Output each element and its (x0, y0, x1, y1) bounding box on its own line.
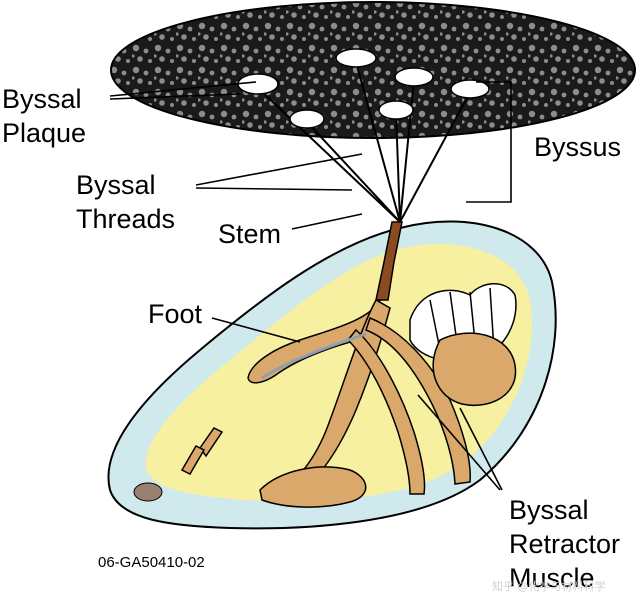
label-byssal-threads-line1: Byssal (76, 170, 156, 200)
label-byssal-threads-line2: Threads (76, 204, 176, 234)
byssal-stem (375, 221, 403, 301)
label-byssal-plaque-line1: Byssal (2, 84, 82, 114)
label-byssal-retractor-muscle: Byssal Retractor Muscle (509, 493, 620, 595)
label-retractor-line1: Byssal (509, 495, 589, 525)
byssal-plaques (237, 48, 490, 129)
watermark: 知乎 @化学与材料科学 (492, 580, 606, 593)
label-foot: Foot (148, 299, 203, 329)
label-byssal-plaque: Byssal Plaque (2, 82, 86, 150)
label-stem: Stem (218, 219, 282, 249)
internal-tissue (180, 298, 517, 508)
adductor-muscle (432, 332, 517, 406)
byssal-threads (257, 61, 471, 223)
foot-shape (247, 299, 381, 384)
figure-code: 06-GA50410-02 (98, 554, 205, 571)
label-retractor-line2: Retractor (509, 529, 621, 559)
label-byssal-plaque-line2: Plaque (2, 118, 87, 148)
foot-groove (261, 332, 367, 380)
label-retractor-line3: Muscle (509, 563, 595, 593)
label-byssus: Byssus (534, 132, 622, 162)
label-byssal-threads: Byssal Threads (76, 168, 175, 236)
leader-lines (109, 81, 512, 491)
rock-surface (110, 1, 636, 139)
mantle-spot (133, 482, 163, 502)
